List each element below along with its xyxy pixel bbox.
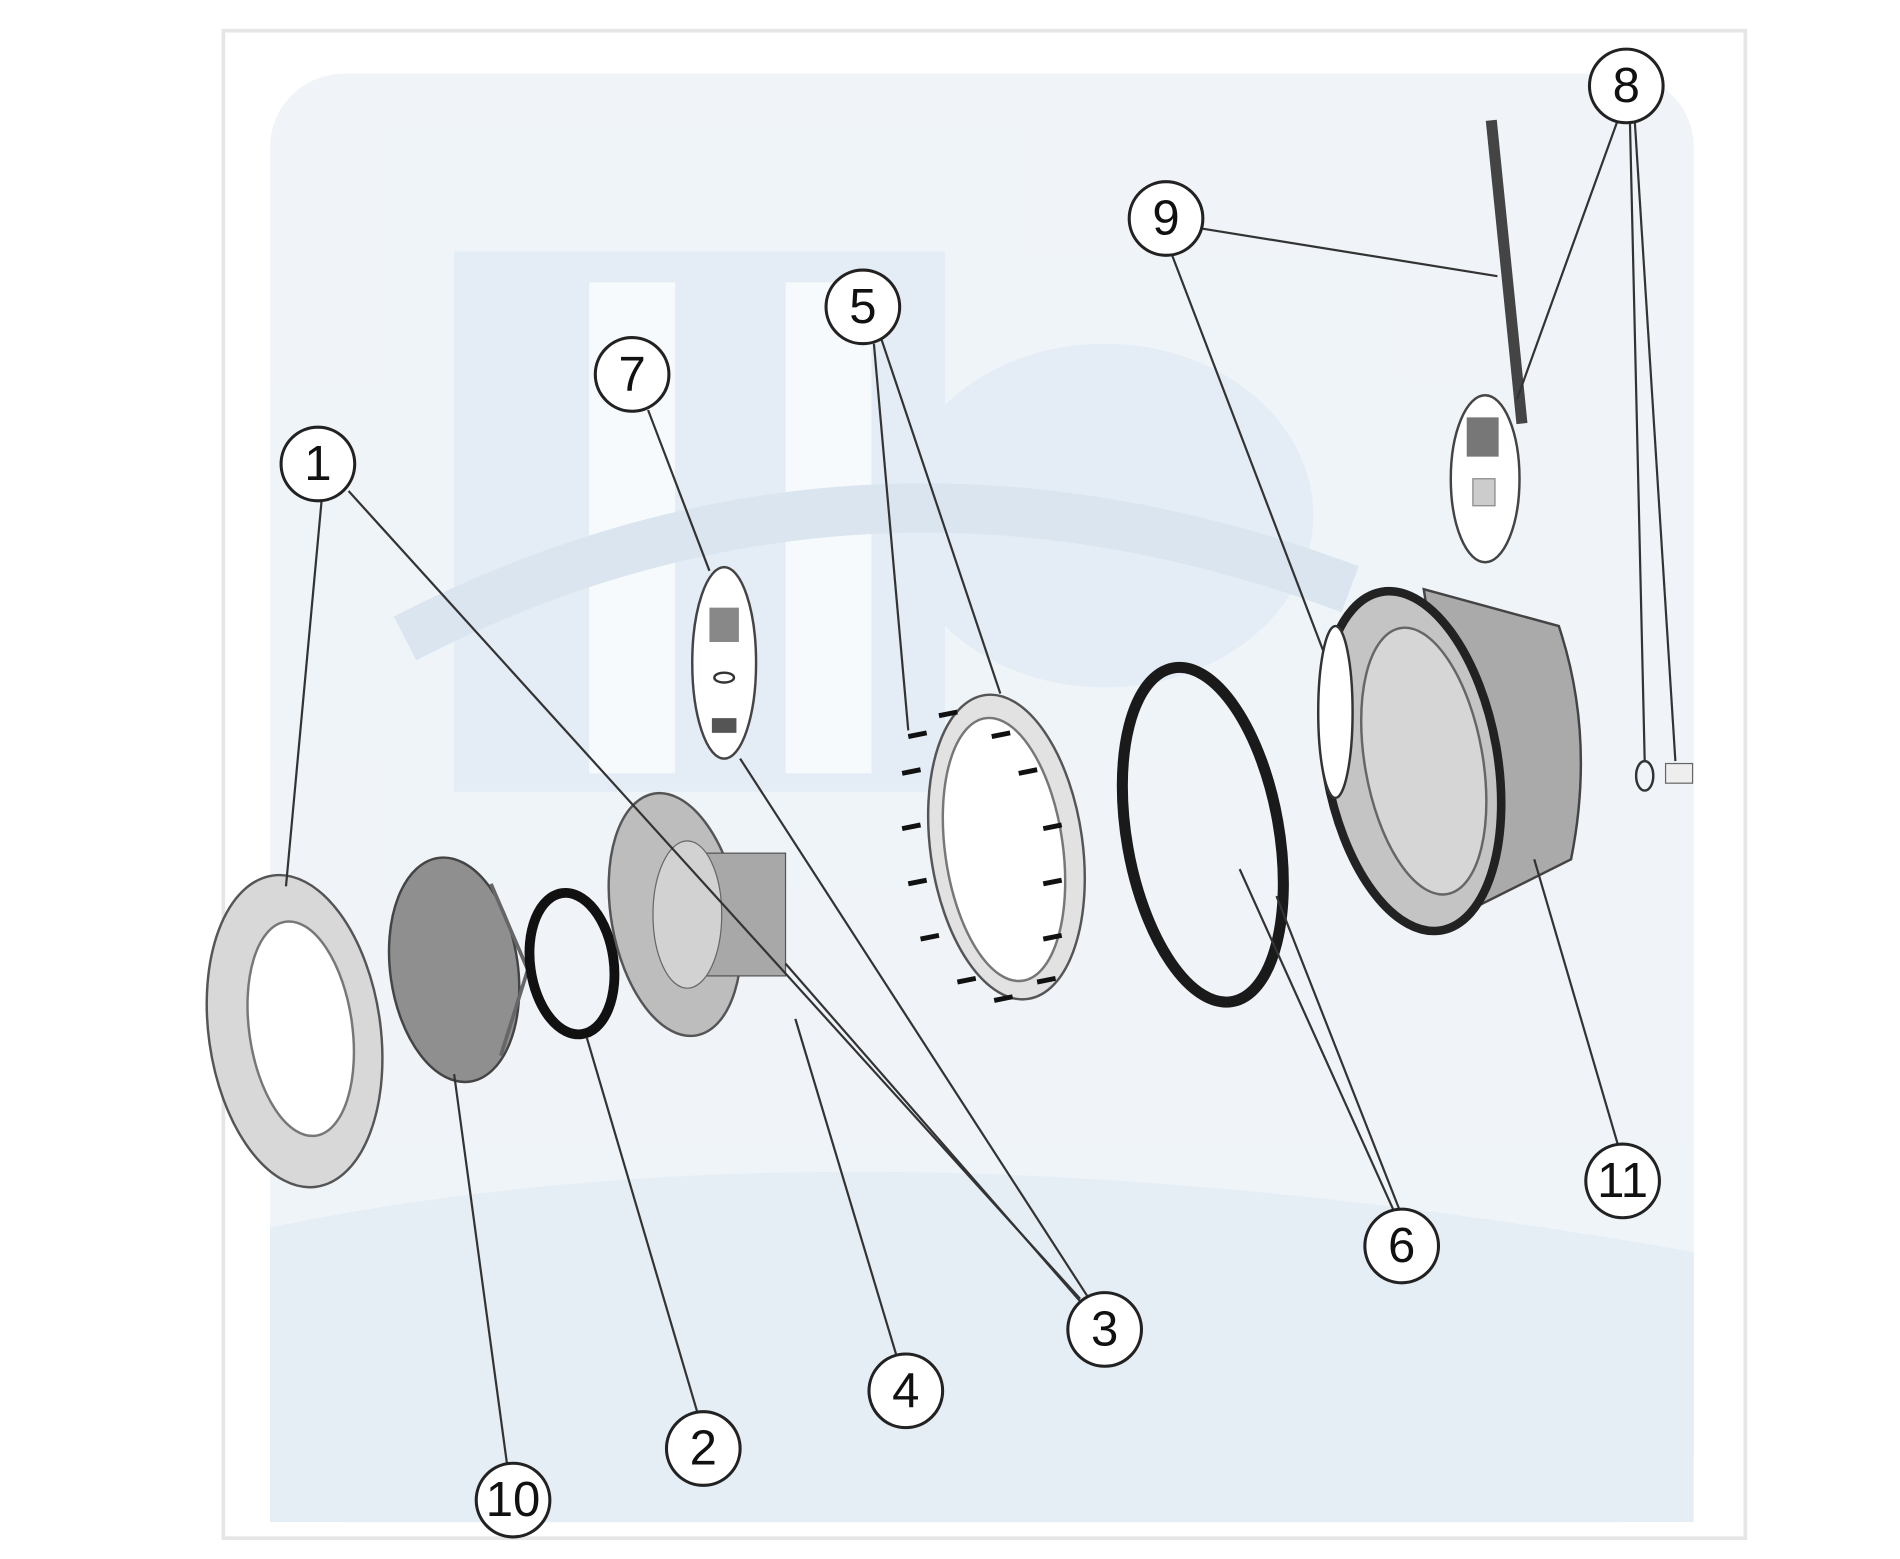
part-o-ring <box>524 887 620 1040</box>
part-conduit <box>1316 119 1694 800</box>
callout-7: 7 <box>593 336 671 413</box>
svg-text:2: 2 <box>690 1422 717 1476</box>
svg-text:3: 3 <box>1091 1302 1118 1356</box>
part-gasket-ring-with-screws <box>901 693 1087 1003</box>
svg-text:1: 1 <box>304 437 331 491</box>
callout-5: 5 <box>824 268 902 346</box>
svg-text:4: 4 <box>892 1364 919 1418</box>
callout-9: 9 <box>1127 180 1205 257</box>
svg-text:8: 8 <box>1613 59 1640 113</box>
leader-lines <box>284 119 1677 1464</box>
callout-8: 8 <box>1587 47 1665 125</box>
part-trim-ring <box>205 873 384 1189</box>
callout-3: 3 <box>1066 1291 1144 1368</box>
callout-2: 2 <box>664 1410 742 1487</box>
svg-text:5: 5 <box>849 280 876 334</box>
callout-4: 4 <box>867 1352 945 1430</box>
part-niche-housing <box>1317 586 1583 936</box>
callout-1: 1 <box>279 425 357 503</box>
svg-text:7: 7 <box>618 347 645 401</box>
svg-text:9: 9 <box>1152 192 1179 246</box>
svg-text:10: 10 <box>486 1473 541 1527</box>
svg-text:6: 6 <box>1388 1219 1415 1273</box>
callout-11: 11 <box>1584 1142 1661 1220</box>
svg-text:11: 11 <box>1597 1154 1648 1208</box>
callout-6: 6 <box>1363 1207 1441 1285</box>
part-gasket <box>1116 661 1289 1008</box>
callout-10: 10 <box>474 1461 552 1539</box>
part-7-detail <box>691 565 758 760</box>
